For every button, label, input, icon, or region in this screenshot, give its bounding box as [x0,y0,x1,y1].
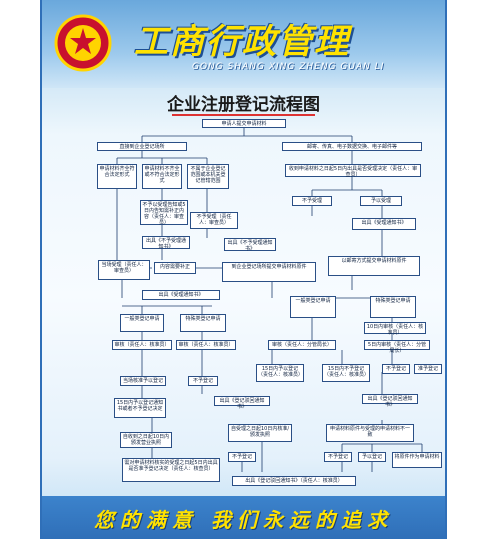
connector [341,443,423,452]
flow-node-special-right: 特殊类登记申请 [370,296,416,318]
flow-node-onsite: 直接到企业登记场所 [97,142,187,151]
flow-node-submit-materials: 申请人提交申请材料 [202,119,286,128]
flow-node-general-left: 一般类登记申请 [120,314,164,332]
flow-node-deny-4: 不予登记 [324,452,352,462]
flow-node-onsite-approve: 当场核准予以登记 [120,376,166,386]
flow-node-rejection-notice-a: 出具《登记驳回通知书》 [214,396,270,410]
flow-node-notify-correction: 不予以受理告知或5日内告知需补正内容（责任人：审查员） [140,200,188,226]
connector [311,206,383,256]
flow-node-review-director-1: 审核（责任人：分管局长） [268,340,336,350]
flow-node-deny-2: 不予登记 [382,364,410,374]
flow-node-inconsistent-originals: 申请材料原件与受理的申请材料不一致 [326,424,414,442]
flow-node-onsite-accept: 当场受理（责任人：审查员） [98,260,150,280]
flow-node-submit-originals-onsite: 到企业登记场所提交申请材料原件 [222,262,316,282]
flow-node-needs-correction: 内容需要补正 [154,262,196,274]
flow-node-review-10day: 10日内审核（责任人：核准员） [364,322,426,336]
flow-node-approve-2: 准予登记 [414,364,442,374]
flow-node-review-director-5day: 5日内审核（责任人：分管局长） [364,340,430,354]
connector [141,372,383,406]
national-emblem-icon [54,14,112,72]
flow-node-deny-3: 不予登记 [228,452,256,462]
flow-node-rejection-notice-left: 出具《不予受理通知书》 [142,236,190,250]
connector [141,350,393,376]
footer-slogan: 您的满意 我们永远的追求 [94,508,393,532]
flow-node-complete: 申请材料齐全符合法定形式 [97,164,137,189]
flow-node-approve-3: 予以登记 [358,452,386,462]
flowchart: 申请人提交申请材料 直接到企业登记场所 邮寄、传真、电子数据交换、电子邮件等 申… [42,0,445,539]
poster: 工商行政管理 GONG SHANG XING ZHENG GUAN LI 企业注… [40,0,447,539]
flow-node-issue-license-10day: 自收到之日起10日内颁发营业执照 [120,432,172,448]
flow-node-review-approver-1: 审核（责任人：核准员） [112,340,172,350]
flow-node-special-left: 特殊类登记申请 [180,314,226,332]
flow-node-deny-1: 不予登记 [188,376,218,386]
title-underline [172,114,315,116]
flow-node-incomplete: 申请材料不齐全或不符合法定形式 [142,164,182,189]
flow-node-approve-15day: 15日内予以登记（责任人：核准员） [256,364,304,382]
connector [141,127,353,142]
flow-node-originals-as-materials: 将原件作为申请材料 [392,452,442,468]
bottom-banner [42,496,445,539]
flow-node-approve-license-10day: 自受理之日起10日内核准/颁发执照 [228,424,292,442]
connector [116,150,208,164]
flow-node-notice-15day: 15日内予以登记通知书或者不予登记决定 [114,398,166,418]
connector [311,176,383,196]
connector [151,418,383,472]
flowchart-title: 企业注册登记流程图 [167,95,320,115]
flow-node-reject: 不予受理 [292,196,332,206]
flow-node-deny-15day: 15日内不予登记（责任人：核准员） [322,364,370,382]
flow-node-submit-originals-mail: 以邮寄方式提交申请材料原件 [328,256,420,276]
flow-node-rejection-notice-mid: 出具《不予受理通知书》 [224,238,276,252]
connector [141,318,393,340]
flow-node-review-approver-2: 审核（责任人：核准员） [176,340,236,350]
page-title: 工商行政管理 [134,22,350,62]
flow-node-decision-5day: 收到申请材料之日起5日内出具是否受理决定（责任人：审查员） [285,164,421,178]
page-subtitle-pinyin: GONG SHANG XING ZHENG GUAN LI [192,62,385,72]
flow-node-accept: 予以受理 [360,196,402,206]
flow-node-verify-5day: 需对申请材料核实的受理之日起5日内出具是否准予登记决定（责任人：核查员） [122,458,220,482]
flow-node-general-right: 一般类登记申请 [290,296,336,318]
flow-node-out-of-scope: 不属于企业登记范围或本机关登记管辖范围 [187,164,229,189]
flow-node-acceptance-notice-2: 出具《受理通知书》 [142,290,220,300]
connector [241,460,373,480]
flow-node-remote: 邮寄、传真、电子数据交换、电子邮件等 [282,142,422,151]
flow-node-rejection-notice-b: 出具《登记驳回通知书》 [362,394,418,408]
flow-node-final-rejection-notice: 出具《登记驳回通知书》（责任人：核准员） [232,476,356,486]
connector [116,188,208,260]
flow-node-acceptance-notice: 出具《受理通知书》 [352,218,416,230]
flow-node-reject-scope: 不予受理（责任人：审查员） [190,212,238,229]
flowchart-connectors [116,127,423,480]
connector [122,305,212,314]
